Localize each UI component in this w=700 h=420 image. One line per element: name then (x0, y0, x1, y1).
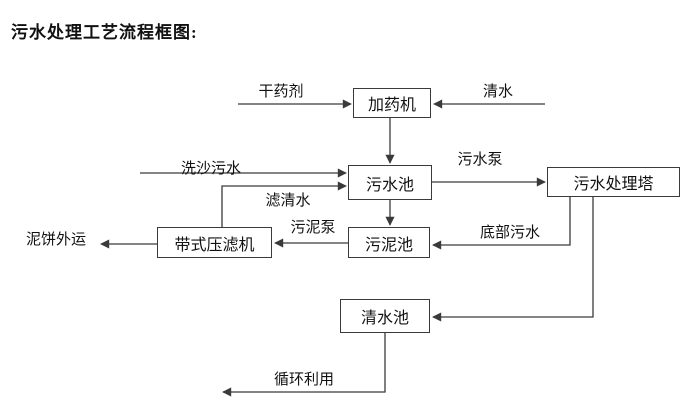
edge-label-dry-chemical: 干药剂 (258, 84, 304, 100)
page-title: 污水处理工艺流程框图: (11, 23, 198, 42)
node-belt-filter-press: 带式压滤机 (157, 227, 272, 258)
edge-label-mud-cake-out: 泥饼外运 (25, 232, 87, 248)
node-label-treatment-tower: 污水处理塔 (573, 176, 654, 193)
node-sludge-pool: 污泥池 (348, 227, 430, 258)
edge-label-recycle-use: 循环利用 (273, 372, 335, 388)
node-label-wastewater-pool: 污水池 (365, 176, 414, 194)
node-dosing-machine: 加药机 (353, 88, 431, 118)
edge-label-sludge-pump: 污泥泵 (290, 220, 336, 236)
node-label-sludge-pool: 污泥池 (364, 236, 413, 254)
edge-label-bottom-wastewater: 底部污水 (479, 225, 541, 241)
edge-tower-to-clean-water-pool (432, 197, 594, 322)
edge-clean-water-pool-to-recycle (222, 333, 386, 397)
node-label-dosing-machine: 加药机 (367, 97, 416, 114)
node-wastewater-pool: 污水池 (348, 165, 432, 200)
edge-label-filtered-water: 滤清水 (265, 193, 311, 209)
edge-label-sand-washing-wastewater: 洗沙污水 (180, 161, 242, 177)
edge-label-clean-water: 清水 (482, 84, 514, 100)
edge-filtered-water-return (221, 181, 347, 227)
edge-label-wastewater-pump: 污水泵 (457, 152, 503, 168)
edges-group (100, 99, 594, 397)
node-label-clean-water-pool: 清水池 (360, 310, 409, 327)
edge-tower-bottom-to-sludge-pool (432, 197, 571, 250)
node-label-belt-filter-press: 带式压滤机 (174, 236, 255, 254)
node-clean-water-pool: 清水池 (340, 299, 430, 333)
node-treatment-tower: 污水处理塔 (547, 167, 680, 197)
